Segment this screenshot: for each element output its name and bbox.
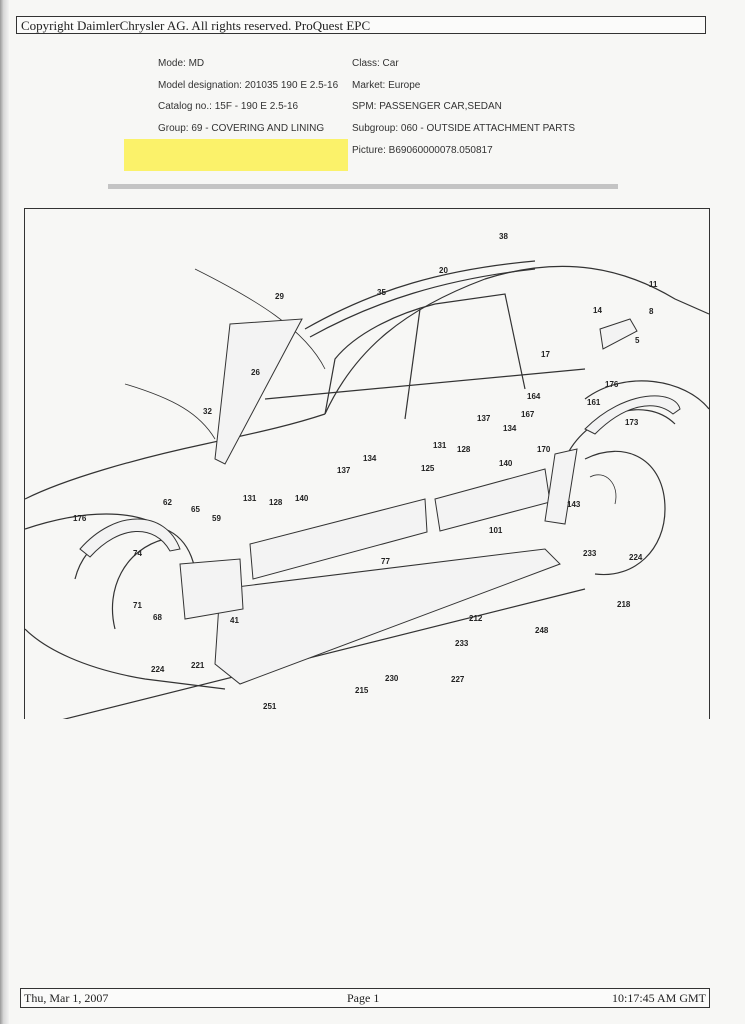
part-callout-170: 170: [537, 445, 551, 454]
part-callout-140: 140: [295, 494, 309, 503]
part-callout-173: 173: [625, 418, 639, 427]
part-callout-29: 29: [275, 292, 284, 301]
part-callout-167: 167: [521, 410, 535, 419]
part-callout-125: 125: [421, 464, 435, 473]
part-callout-62: 62: [163, 498, 172, 507]
market-field: Market: Europe: [352, 80, 421, 91]
part-callout-224: 224: [629, 553, 643, 562]
part-callout-32: 32: [203, 407, 212, 416]
car-exploded-view: 38 20 35 11 29 14 8 5 17 26 176 164 161 32 167 173 137 13…: [25, 232, 709, 719]
part-callout-221: 221: [191, 661, 205, 670]
group-field: Group: 69 - COVERING AND LINING: [158, 123, 325, 134]
spm-field: SPM: PASSENGER CAR,SEDAN: [352, 101, 502, 112]
part-callout-20: 20: [439, 266, 448, 275]
part-callout-77: 77: [381, 557, 390, 566]
part-callout-68: 68: [153, 613, 162, 622]
part-callout-101: 101: [489, 526, 503, 535]
part-callout-176: 176: [73, 514, 87, 523]
part-callout-41: 41: [230, 616, 239, 625]
part-callout-137: 137: [477, 414, 491, 423]
part-callout-176: 176: [605, 380, 619, 389]
scan-edge-shadow: [0, 0, 9, 1024]
part-callout-215: 215: [355, 686, 369, 695]
part-callout-227: 227: [451, 675, 465, 684]
part-callout-8: 8: [649, 307, 654, 316]
part-callout-224: 224: [151, 665, 165, 674]
part-callout-161: 161: [587, 398, 601, 407]
part-callout-65: 65: [191, 505, 200, 514]
mode-field: Mode: MD: [158, 58, 205, 69]
part-callout-35: 35: [377, 288, 386, 297]
page-footer: Thu, Mar 1, 2007 Page 1 10:17:45 AM GMT: [20, 988, 710, 1008]
catalog-number-field: Catalog no.: 15F - 190 E 2.5-16: [158, 101, 299, 112]
part-callout-233: 233: [455, 639, 469, 648]
part-callout-251: 251: [263, 702, 277, 711]
part-callout-248: 248: [535, 626, 549, 635]
part-callout-134: 134: [363, 454, 377, 463]
part-callout-128: 128: [269, 498, 283, 507]
part-callout-140: 140: [499, 459, 513, 468]
highlighter-mark: [124, 139, 348, 171]
part-callout-26: 26: [251, 368, 260, 377]
part-callout-230: 230: [385, 674, 399, 683]
part-callout-164: 164: [527, 392, 541, 401]
part-callout-5: 5: [635, 336, 640, 345]
part-callout-212: 212: [469, 614, 483, 623]
part-callout-134: 134: [503, 424, 517, 433]
part-callout-131: 131: [433, 441, 447, 450]
part-callout-14: 14: [593, 306, 602, 315]
part-callout-59: 59: [212, 514, 221, 523]
part-callout-218: 218: [617, 600, 631, 609]
part-callout-11: 11: [649, 280, 658, 289]
picture-id-field: Picture: B69060000078.050817: [352, 145, 493, 156]
part-callout-137: 137: [337, 466, 351, 475]
parts-diagram: 38 20 35 11 29 14 8 5 17 26 176 164 161 32 167 173 137 13…: [24, 208, 710, 719]
part-callout-131: 131: [243, 494, 257, 503]
print-time: 10:17:45 AM GMT: [611, 991, 706, 1005]
print-date: Thu, Mar 1, 2007: [24, 991, 109, 1005]
part-callout-233: 233: [583, 549, 597, 558]
part-callout-71: 71: [133, 601, 142, 610]
part-callout-38: 38: [499, 232, 508, 241]
part-callout-143: 143: [567, 500, 581, 509]
subgroup-field: Subgroup: 060 - OUTSIDE ATTACHMENT PARTS: [352, 123, 576, 134]
header-divider: [108, 184, 618, 189]
class-field: Class: Car: [352, 58, 399, 69]
part-callout-74: 74: [133, 549, 142, 558]
copyright-header: Copyright DaimlerChrysler AG. All rights…: [16, 16, 706, 34]
part-callout-17: 17: [541, 350, 550, 359]
part-callout-128: 128: [457, 445, 471, 454]
model-designation-field: Model designation: 201035 190 E 2.5-16: [158, 80, 339, 91]
page-number: Page 1: [347, 991, 380, 1005]
